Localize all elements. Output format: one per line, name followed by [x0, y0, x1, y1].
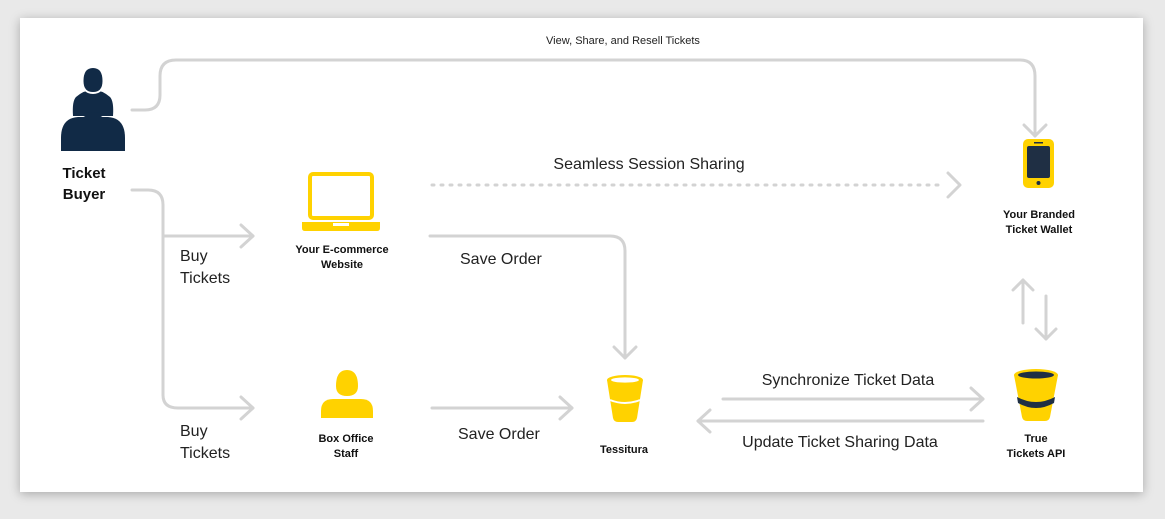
edge-label-save-order-top: Save Order	[460, 251, 542, 268]
laptop-icon	[302, 172, 380, 231]
edge-label-buy-tickets-bottom-line2: Tickets	[180, 445, 230, 462]
bucket-icon	[1014, 369, 1058, 421]
node-label-ticket-buyer-line2: Buyer	[63, 186, 106, 203]
node-label-ecommerce-line1: Your E-commerce	[295, 244, 388, 256]
edge-label-view-share-resell: View, Share, and Resell Tickets	[546, 35, 700, 47]
arrow-view-share-resell	[130, 58, 1048, 138]
smartphone-icon	[1023, 139, 1054, 188]
node-label-box-office-line2: Staff	[334, 448, 359, 460]
edge-label-update-sharing: Update Ticket Sharing Data	[742, 434, 938, 451]
person-icon	[321, 370, 373, 418]
arrow-seamless-session	[430, 171, 962, 199]
node-label-ecommerce-line2: Website	[321, 259, 363, 271]
node-label-wallet-line2: Ticket Wallet	[1006, 224, 1073, 236]
person-icon	[61, 66, 125, 151]
arrow-save-order-top	[428, 234, 638, 360]
node-label-ticket-buyer-line1: Ticket	[62, 165, 105, 182]
node-label-wallet-line1: Your Branded	[1003, 209, 1075, 221]
edge-label-buy-tickets-top-line2: Tickets	[180, 270, 230, 287]
node-label-true-tickets-line1: True	[1024, 433, 1047, 445]
node-label-tessitura: Tessitura	[600, 444, 649, 456]
edge-label-buy-tickets-bottom-line1: Buy	[180, 423, 208, 440]
arrow-wallet-api	[1011, 278, 1058, 341]
arrow-update-sharing	[696, 408, 985, 434]
node-label-box-office-line1: Box Office	[318, 433, 373, 445]
arrow-save-order-bottom	[430, 395, 574, 421]
node-label-true-tickets-line2: Tickets API	[1007, 448, 1066, 460]
edge-label-seamless-session: Seamless Session Sharing	[553, 156, 744, 173]
flow-diagram: View, Share, and Resell Tickets Ticket B…	[61, 35, 1075, 462]
diagram-canvas: View, Share, and Resell Tickets Ticket B…	[20, 18, 1143, 492]
edge-label-save-order-bottom: Save Order	[458, 426, 540, 443]
arrow-synchronize	[721, 386, 985, 412]
bucket-icon	[607, 375, 643, 422]
edge-label-buy-tickets-top-line1: Buy	[180, 248, 208, 265]
arrow-buyer-branches	[130, 188, 255, 421]
edge-label-synchronize: Synchronize Ticket Data	[762, 372, 935, 389]
